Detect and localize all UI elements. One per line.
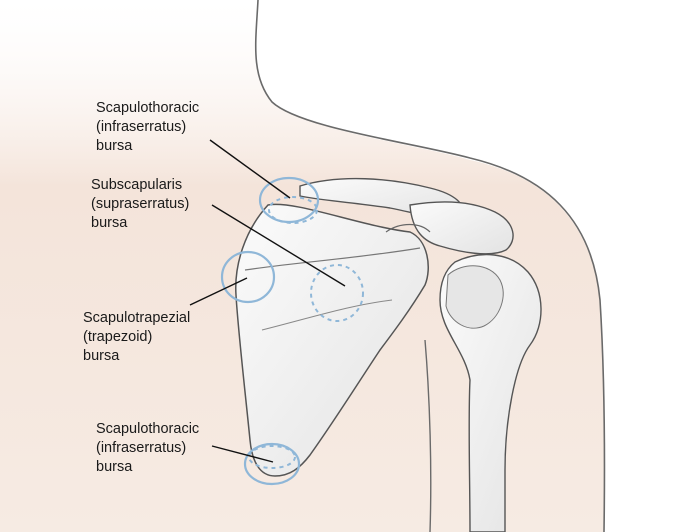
leader-line-2: [211, 204, 346, 287]
label-line: bursa: [96, 459, 133, 475]
label-scapulothoracic-inferior: Scapulothoracic (infraserratus) bursa: [96, 420, 199, 477]
label-line: Scapulotrapezial: [83, 310, 191, 326]
scapula-ridge: [261, 299, 393, 331]
label-line: (supraserratus): [91, 196, 190, 212]
bursa-subscapularis: [310, 264, 364, 322]
label-scapulotrapezial: Scapulotrapezial (trapezoid) bursa: [83, 309, 190, 366]
torso-side-line: [424, 339, 432, 532]
label-line: (infraserratus): [96, 119, 187, 135]
label-line: Subscapularis: [91, 177, 183, 193]
acromion: [409, 201, 514, 255]
bursa-scapulotrapezial: [220, 250, 276, 304]
bursa-scapulothoracic-inferior: [243, 442, 301, 486]
label-line: (infraserratus): [96, 440, 187, 456]
label-line: bursa: [91, 215, 128, 231]
scapula: [235, 203, 429, 477]
bursa-scapulothoracic-inferior-dashed: [248, 445, 296, 469]
leader-line-4: [211, 445, 274, 463]
label-line: Scapulothoracic: [96, 100, 200, 116]
bursa-scapulothoracic-superior-dashed: [268, 196, 318, 224]
label-line: (trapezoid): [83, 329, 153, 345]
leader-line-3: [189, 277, 248, 306]
label-scapulothoracic-superior: Scapulothoracic (infraserratus) bursa: [96, 99, 199, 156]
coracoid-process: [385, 223, 431, 233]
label-line: bursa: [83, 348, 120, 364]
neck-outline: [254, 0, 606, 532]
scapular-spine: [244, 247, 421, 271]
leader-line-1: [209, 139, 291, 199]
label-subscapularis: Subscapularis (supraserratus) bursa: [91, 176, 189, 233]
label-line: bursa: [96, 138, 133, 154]
humerus-head-shadow: [445, 265, 504, 329]
label-line: Scapulothoracic: [96, 421, 200, 437]
